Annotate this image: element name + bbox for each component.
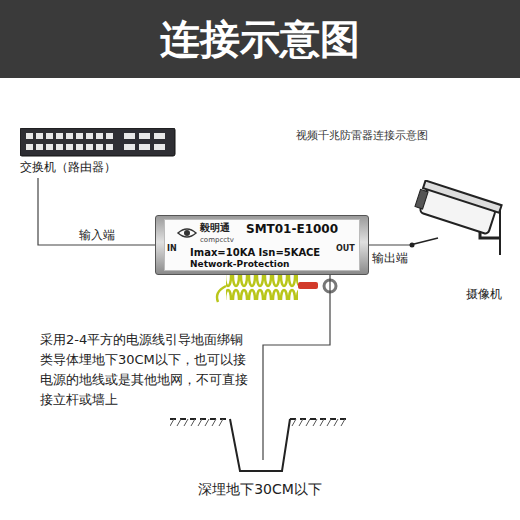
switch-port <box>56 133 63 139</box>
edge-label: 输入端 <box>77 227 117 244</box>
connector-line <box>38 178 155 245</box>
current-rating: Imax=10KA Isn=5KA <box>190 247 306 259</box>
soil-hatch <box>198 419 202 426</box>
camera-group <box>414 180 502 236</box>
connector <box>263 275 330 460</box>
grounding-note: 采用2-4平方的电源线引导地面绑铜类导体埋地下30CM以下，也可以接电源的地线或… <box>40 330 248 410</box>
port-out: OUT <box>336 244 355 253</box>
switch-icon <box>20 128 177 158</box>
port-in: IN <box>167 244 177 253</box>
ce-mark: CE <box>306 247 320 259</box>
connector <box>38 178 155 245</box>
soil-hatch <box>170 419 174 426</box>
uplink-port <box>154 133 165 139</box>
soil-hatch <box>313 419 317 426</box>
switch-port <box>96 144 103 150</box>
uplink-port <box>139 144 150 150</box>
uplink-port <box>154 144 165 150</box>
cable-plug <box>410 243 415 248</box>
camera-lens <box>415 189 428 209</box>
switch-port <box>26 144 33 150</box>
switch-port <box>86 133 93 139</box>
switch-port <box>66 133 73 139</box>
uplink-port <box>124 133 135 139</box>
soil-hatch <box>334 419 338 426</box>
logo-icon <box>176 226 198 240</box>
connector-line <box>369 244 411 245</box>
soil-hatch <box>306 419 310 426</box>
camera-node: 摄像机 <box>408 180 512 306</box>
pit-label: 深埋地下30CM以下 <box>170 481 350 499</box>
switch-port <box>46 144 53 150</box>
switch-port <box>46 133 53 139</box>
switch-node: 交换机（路由器） <box>20 128 180 176</box>
soil-hatch <box>177 419 181 426</box>
soil-hatch <box>184 419 188 426</box>
protector-device: 毅明通 compcctv SMT01-E1000IN OUT Imax=10KA Isn… <box>155 215 369 275</box>
camera-label: 摄像机 <box>466 286 512 303</box>
coil-end <box>217 286 226 302</box>
switch-port <box>96 133 103 139</box>
uplink-port <box>124 144 135 150</box>
logo-eye <box>178 229 196 237</box>
switch-port <box>76 144 83 150</box>
product-line: Network-Protection <box>190 259 290 269</box>
pit-outline <box>230 419 290 471</box>
switch-label: 交换机（路由器） <box>20 159 180 176</box>
switch-port <box>106 144 113 150</box>
switch-body <box>20 128 175 156</box>
diagram-caption-note: 视频千兆防雷器连接示意图 <box>296 128 428 143</box>
uplink-port <box>139 133 150 139</box>
ground-surface <box>170 418 350 420</box>
soil-hatch <box>292 419 296 426</box>
switch-port <box>106 133 113 139</box>
soil-hatch <box>299 419 303 426</box>
brand-sub: compcctv <box>200 236 234 244</box>
switch-port <box>36 144 43 150</box>
ground-pit: 深埋地下30CM以下 <box>170 415 350 507</box>
switch-port <box>36 133 43 139</box>
edge-label: 输出端 <box>370 250 410 267</box>
camera-hood <box>423 181 502 213</box>
switch-port <box>56 144 63 150</box>
ground-coil <box>226 272 298 300</box>
soil-hatch <box>341 419 345 426</box>
soil-hatch <box>212 419 216 426</box>
switch-port <box>66 144 73 150</box>
connector <box>369 245 411 246</box>
switch-port <box>76 133 83 139</box>
model-number: SMT01-E1000 <box>246 223 338 237</box>
soil-hatch <box>205 419 209 426</box>
soil-hatch <box>219 419 223 426</box>
soil-hatch <box>320 419 324 426</box>
switch-port <box>26 133 33 139</box>
connector-line <box>263 275 330 460</box>
switch-port <box>86 144 93 150</box>
terminal-sleeve <box>298 282 318 289</box>
soil-hatch <box>191 419 195 426</box>
title: 连接示意图 <box>0 10 520 68</box>
soil-hatch <box>327 419 331 426</box>
camera-icon <box>408 180 512 284</box>
pit-drawing <box>170 415 350 477</box>
logo-pupil <box>184 230 190 236</box>
brand-name: 毅明通 <box>200 222 230 234</box>
